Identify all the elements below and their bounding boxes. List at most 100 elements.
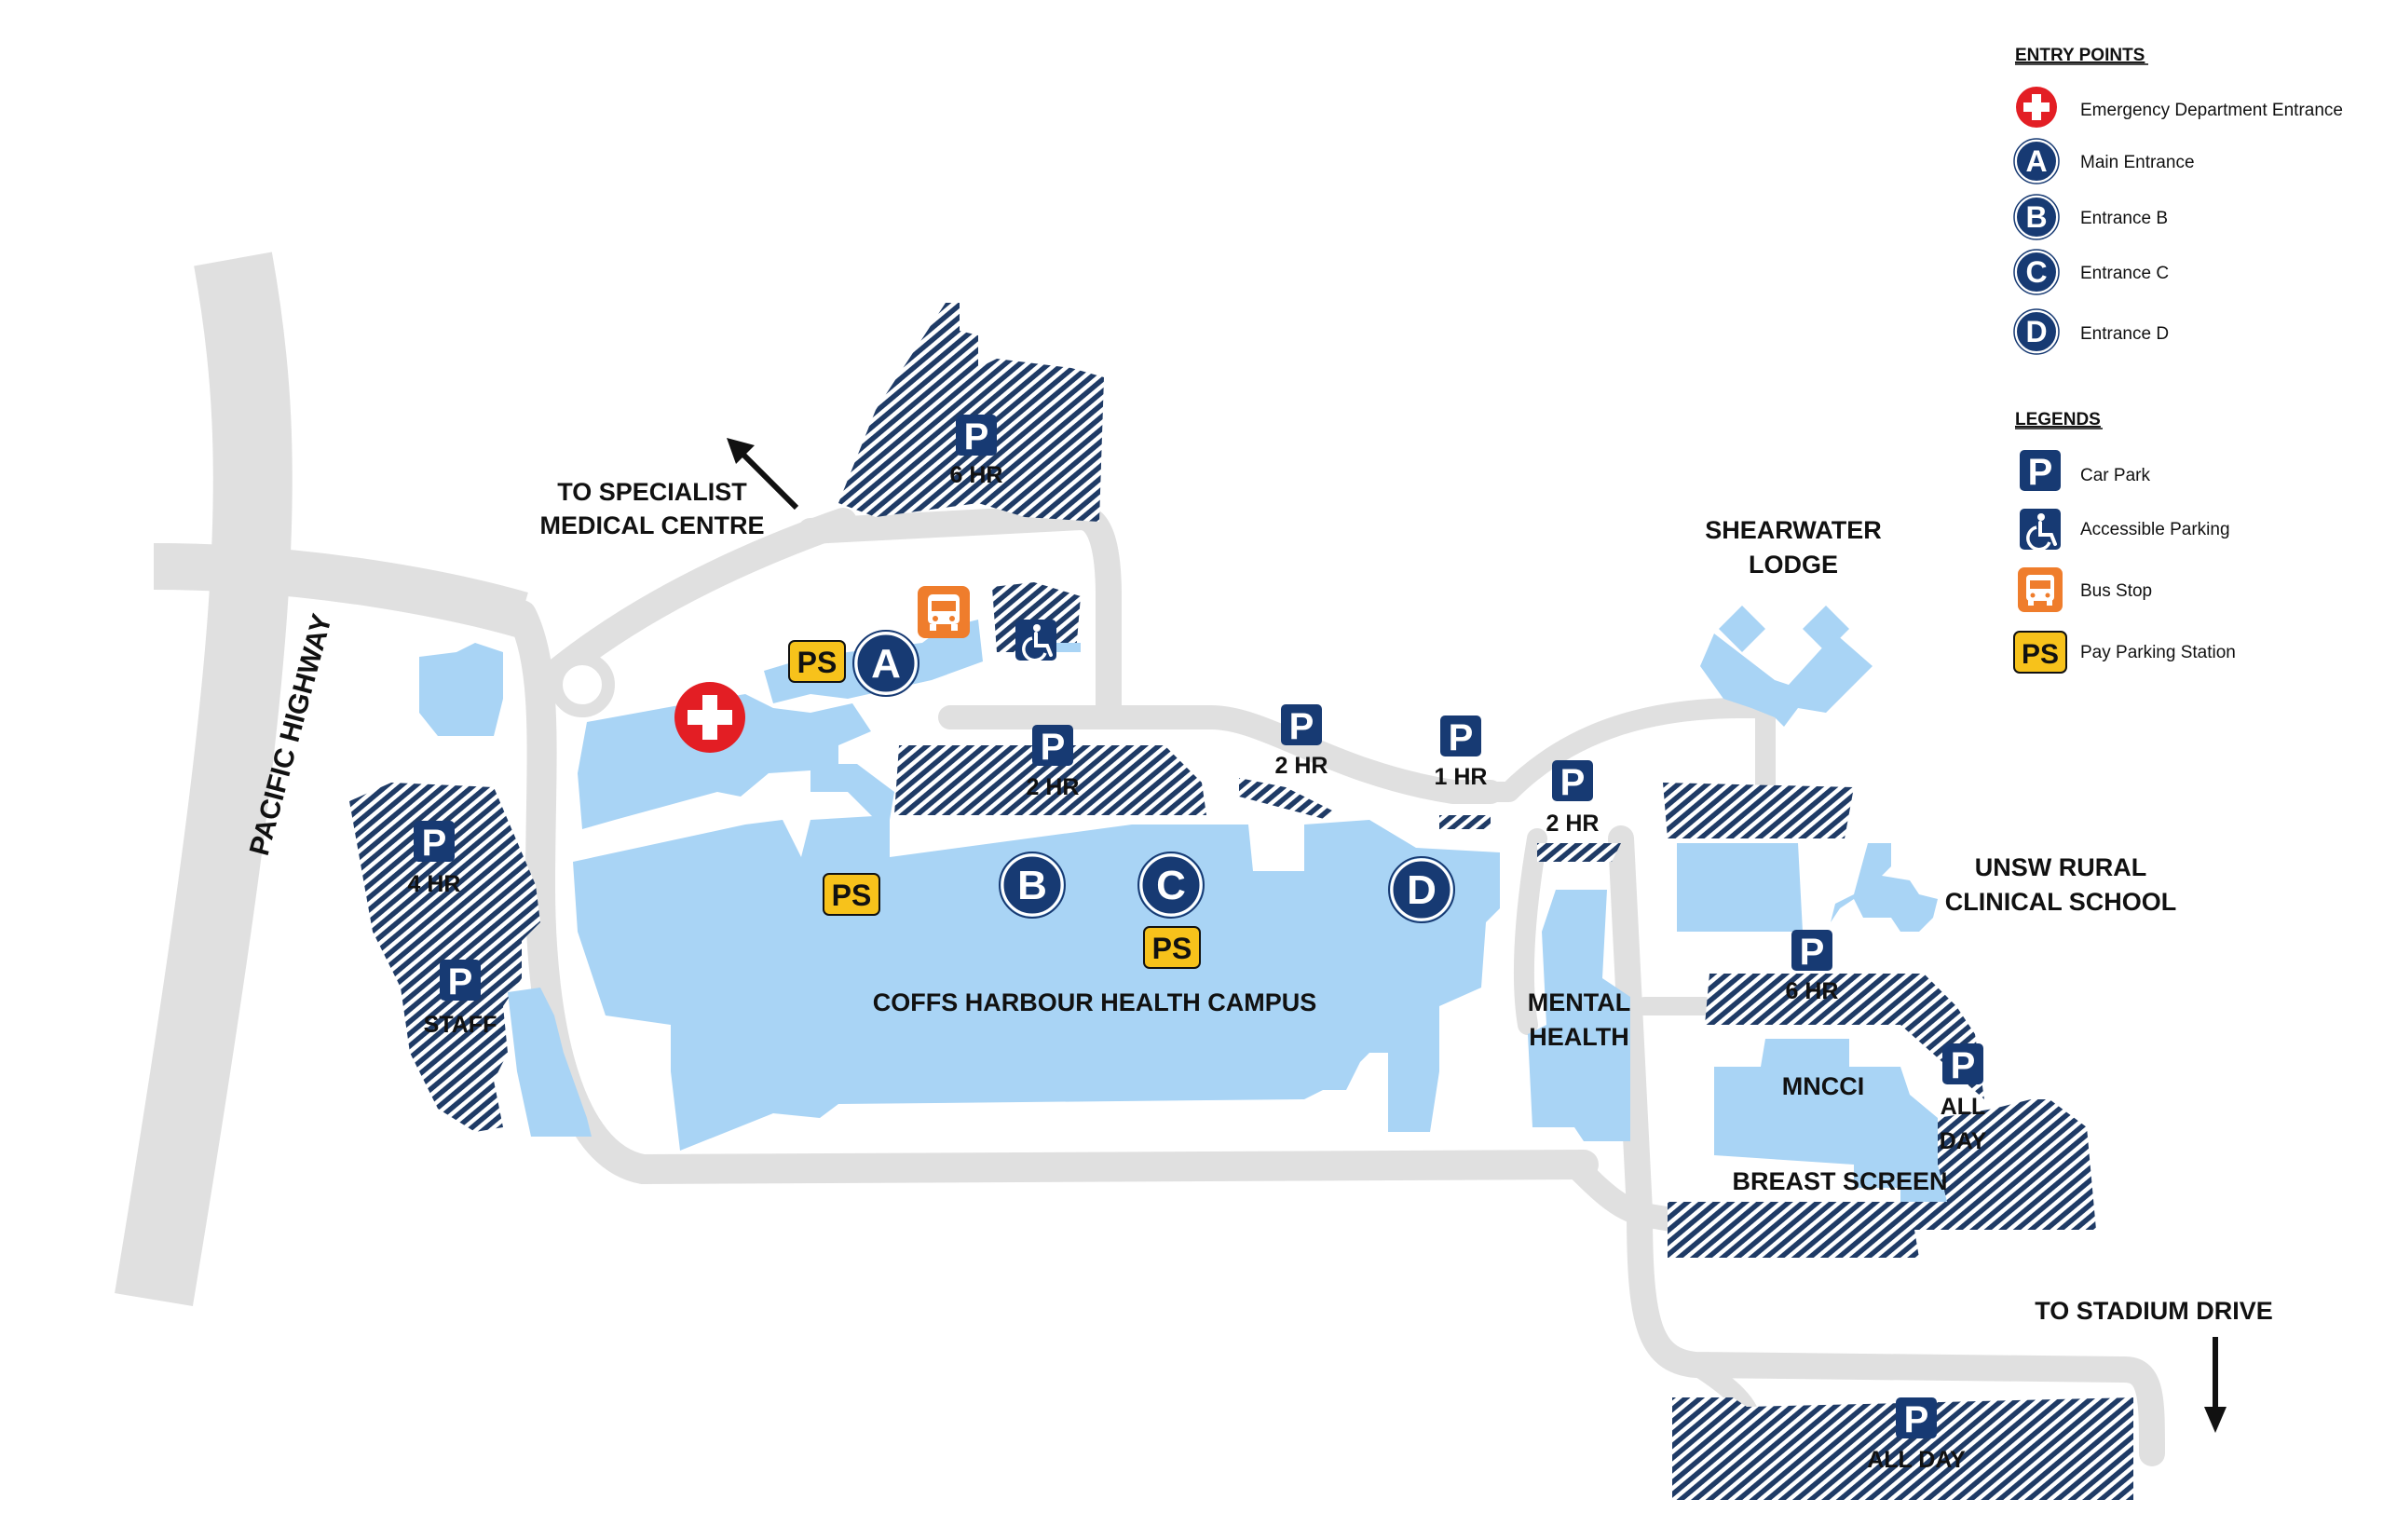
- pay-station-centre[interactable]: PS: [1143, 926, 1201, 969]
- svg-text:P: P: [448, 961, 473, 1002]
- car-park-icon: P: [1791, 930, 1832, 973]
- svg-text:P: P: [1800, 932, 1825, 973]
- entry-road-west: [153, 543, 528, 638]
- car-park-mncci-area: [1705, 974, 1984, 1099]
- legend-label: Entrance B: [2080, 209, 2168, 228]
- arrow-to-specialist-icon: [727, 438, 799, 511]
- road-east-south-loop: [1562, 1152, 1689, 1233]
- car-park-lodge-area: [1663, 783, 1854, 838]
- pay-station-west[interactable]: PS: [823, 873, 880, 916]
- car-park-icon: P: [1552, 760, 1593, 803]
- to-specialist-label-line1: TO SPECIALIST: [557, 478, 747, 506]
- car-park-all-day-south[interactable]: P ALL DAY: [1867, 1397, 1966, 1473]
- car-park-label: 6 HR: [1786, 978, 1839, 1004]
- entrance-b-icon: B: [2013, 194, 2060, 240]
- car-park-north-6hr[interactable]: P 6 HR: [950, 415, 1003, 488]
- car-park-icon: P: [1440, 715, 1481, 758]
- legend-label: Car Park: [2080, 466, 2150, 485]
- campus-label: COFFS HARBOUR HEALTH CAMPUS: [873, 988, 1316, 1016]
- car-park-breast-screen-area: [1668, 1202, 1919, 1258]
- legend-label: Accessible Parking: [2080, 520, 2230, 539]
- car-park-icon: P: [2020, 450, 2061, 493]
- car-park-east-2hr[interactable]: P 2 HR: [1275, 704, 1328, 779]
- mncci-label: MNCCI: [1782, 1072, 1865, 1100]
- shearwater-label-line1: SHEARWATER: [1705, 516, 1882, 544]
- car-park-label: 6 HR: [950, 462, 1003, 488]
- mental-health-building[interactable]: [1528, 890, 1630, 1141]
- car-park-west-4hr[interactable]: P 4 HR: [408, 821, 461, 897]
- car-park-centre-area: [894, 745, 1206, 815]
- mental-health-label-line2: HEALTH: [1529, 1023, 1629, 1051]
- car-park-label: 2 HR: [1275, 753, 1328, 779]
- lodge-adjacent-building[interactable]: [1677, 843, 1803, 932]
- car-park-label: 1 HR: [1435, 764, 1488, 790]
- entrance-a-icon[interactable]: A: [852, 630, 919, 697]
- accessible-parking-icon: [2020, 509, 2061, 552]
- legend-pay-station-row: PS Pay Parking Station: [2013, 631, 2236, 674]
- main-hospital-building[interactable]: [573, 815, 1500, 1151]
- car-park-areas: [349, 303, 2133, 1500]
- bus-stop-icon: [2018, 567, 2063, 612]
- entrance-a-icon: A: [2013, 138, 2060, 184]
- west-building-south[interactable]: [508, 988, 592, 1137]
- legend-label: Bus Stop: [2080, 581, 2152, 601]
- shearwater-lodge-building-3[interactable]: [1700, 634, 1873, 727]
- link-building-west[interactable]: [810, 764, 894, 820]
- svg-text:P: P: [1289, 706, 1314, 747]
- road-east-connector: [1513, 828, 1547, 1035]
- legend-label: Entrance C: [2080, 264, 2169, 283]
- car-park-east-strip-1: [1239, 778, 1332, 820]
- car-park-label-line1: ALL: [1941, 1094, 1986, 1120]
- car-park-icon: P: [956, 415, 997, 457]
- pay-station-icon: PS: [2013, 631, 2067, 674]
- svg-text:C: C: [1156, 863, 1186, 908]
- car-park-label: ALL DAY: [1867, 1447, 1966, 1473]
- emergency-cross-icon: [2016, 87, 2057, 128]
- mncci-building[interactable]: [1714, 1039, 1947, 1202]
- svg-text:P: P: [2028, 452, 2053, 493]
- legend-accessible-row: Accessible Parking: [2020, 509, 2230, 552]
- svg-text:B: B: [2025, 200, 2047, 234]
- car-park-icon: P: [1032, 725, 1073, 768]
- car-park-all-day-east[interactable]: P ALL DAY: [1940, 1043, 1987, 1154]
- car-park-icon: P: [1896, 1397, 1937, 1440]
- emergency-entrance-icon[interactable]: [674, 682, 745, 753]
- entrance-d-icon[interactable]: D: [1388, 856, 1455, 923]
- legend-emergency-row: Emergency Department Entrance: [2016, 87, 2343, 128]
- car-park-label: 4 HR: [408, 871, 461, 897]
- svg-text:PS: PS: [832, 879, 872, 912]
- svg-text:P: P: [1449, 717, 1474, 758]
- car-park-east-1hr[interactable]: P 1 HR: [1435, 715, 1488, 790]
- shearwater-lodge-building[interactable]: [1719, 606, 1765, 652]
- svg-text:P: P: [1951, 1045, 1976, 1086]
- legend-entrance-b-row: B Entrance B: [2013, 194, 2168, 240]
- to-stadium-label: TO STADIUM DRIVE: [2035, 1297, 2273, 1325]
- west-building-north[interactable]: [419, 643, 503, 736]
- car-park-label: 2 HR: [1546, 811, 1600, 837]
- car-park-centre-2hr[interactable]: P 2 HR: [1027, 725, 1080, 800]
- bus-stop-icon[interactable]: [918, 586, 970, 638]
- entrance-c-icon[interactable]: C: [1137, 852, 1205, 919]
- road-east-upper: [1443, 698, 1776, 802]
- entrance-b-icon[interactable]: B: [999, 852, 1066, 919]
- accessible-parking-icon[interactable]: [1015, 620, 1056, 662]
- roundabout: [550, 652, 615, 717]
- emergency-building[interactable]: [578, 694, 871, 829]
- svg-text:A: A: [871, 641, 901, 687]
- road-network: [115, 252, 2165, 1466]
- unsw-clinical-school-building[interactable]: [1831, 843, 1938, 932]
- svg-text:P: P: [1560, 762, 1586, 803]
- legend-label: Pay Parking Station: [2080, 643, 2236, 662]
- car-park-east2-2hr[interactable]: P 2 HR: [1546, 760, 1600, 837]
- car-park-west-staff[interactable]: P STAFF: [424, 960, 497, 1038]
- car-park-north-area: [838, 303, 1104, 522]
- arrow-to-stadium-icon: [2204, 1337, 2227, 1433]
- car-park-icon: P: [1942, 1043, 1983, 1086]
- svg-text:A: A: [2025, 144, 2047, 178]
- map-legend: ENTRY POINTS Emergency Department Entran…: [2013, 46, 2343, 674]
- svg-text:P: P: [1041, 727, 1066, 768]
- pay-station-main[interactable]: PS: [788, 640, 846, 683]
- car-park-icon: P: [414, 821, 455, 864]
- car-park-mncci-6hr[interactable]: P 6 HR: [1786, 930, 1839, 1004]
- legend-car-park-row: P Car Park: [2020, 450, 2150, 493]
